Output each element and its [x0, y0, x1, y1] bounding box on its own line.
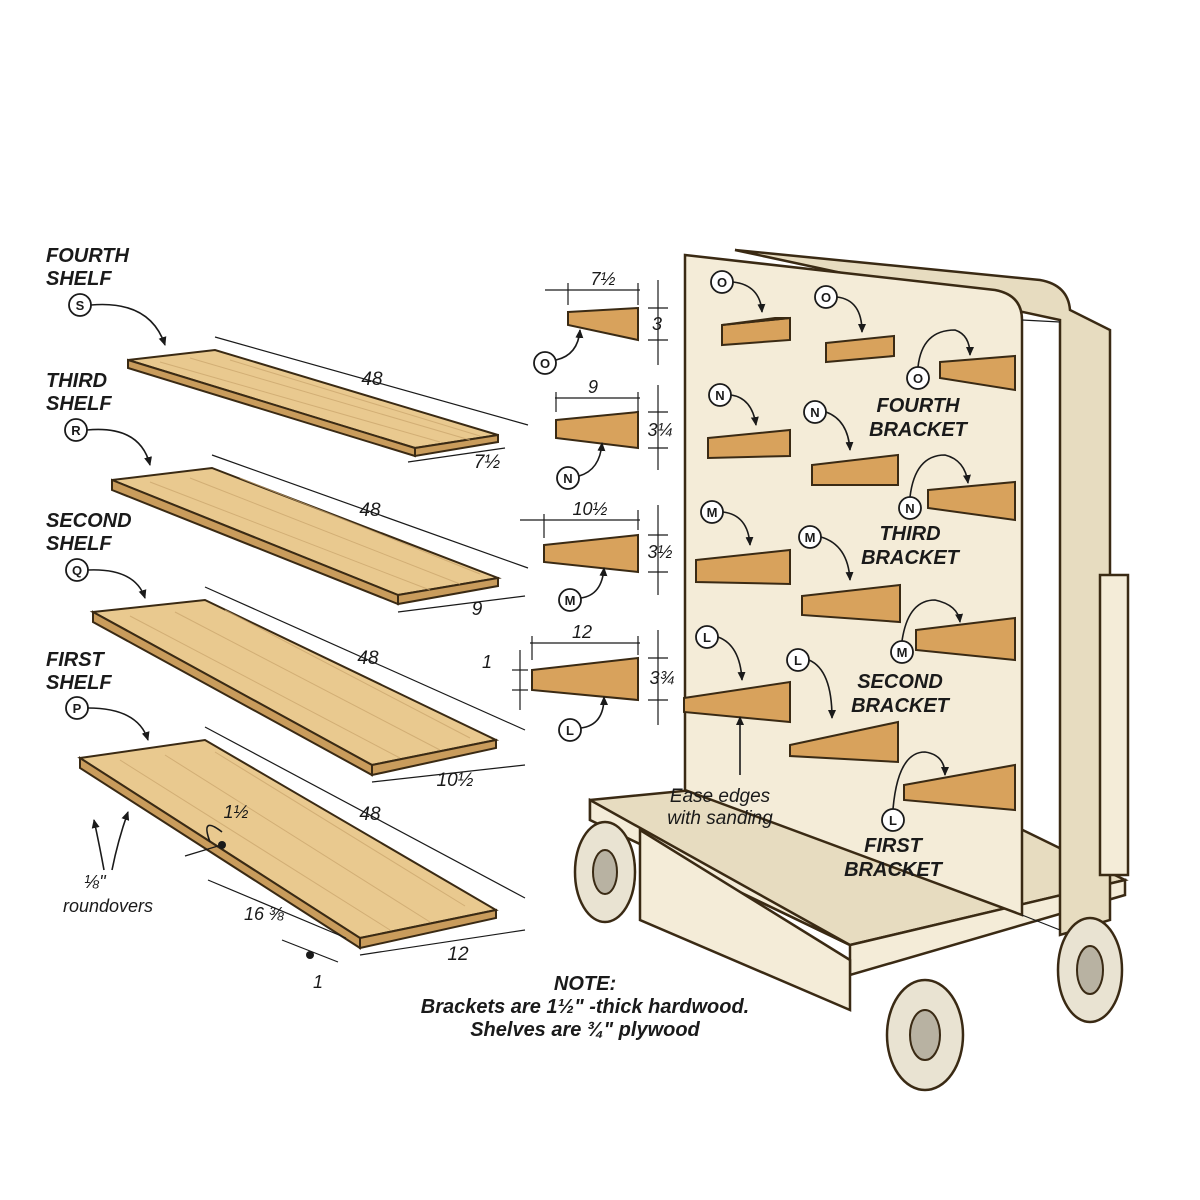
fourth-shelf-length: 48	[361, 369, 383, 390]
loose-bracket-tags: O N M L	[533, 351, 582, 742]
second-bracket-label-2: BRACKET	[851, 695, 951, 717]
first-shelf-label: FIRST	[46, 649, 106, 671]
tag-l: L	[794, 653, 802, 668]
second-shelf-label-2: SHELF	[46, 533, 112, 555]
bracket-l-offset: 1	[482, 652, 492, 672]
tag-n: N	[810, 405, 819, 420]
second-shelf-label: SECOND	[46, 510, 132, 532]
third-shelf-width: 9	[472, 599, 483, 620]
cart-side-stile	[1098, 573, 1130, 877]
note-line-2: Shelves are ¾" plywood	[470, 1019, 700, 1041]
second-shelf-length: 48	[357, 648, 379, 669]
bracket-l-length: 12	[572, 622, 592, 642]
tag-o: O	[821, 290, 831, 305]
first-shelf-label-2: SHELF	[46, 672, 112, 694]
note-line-1: Brackets are 1½" -thick hardwood.	[421, 996, 750, 1018]
caster-wheel-front-right	[885, 978, 965, 1092]
cart-lower-shelf	[638, 827, 852, 1012]
fourth-shelf-label: FOURTH	[46, 245, 130, 267]
hole-offset-dim: 1½	[223, 802, 248, 822]
bracket-dimension-text: 7½ 3 9 3¼ 10½ 3½ 12 3¾ 1	[482, 269, 675, 688]
tag-l: L	[566, 723, 574, 738]
bracket-o	[567, 306, 639, 342]
cart-base-edge	[588, 797, 1127, 977]
roundover-label: roundovers	[63, 896, 153, 916]
fourth-bracket-label: FOURTH	[877, 395, 961, 417]
shelf-arrows	[86, 303, 167, 741]
cart-arrows	[717, 281, 974, 810]
first-shelf-width: 12	[447, 944, 469, 965]
first-shelf	[77, 738, 499, 959]
roundover-size: ⅛"	[84, 872, 107, 892]
tag-n: N	[905, 501, 914, 516]
bracket-labels: FOURTH BRACKET THIRD BRACKET SECOND BRAC…	[667, 395, 968, 881]
fourth-shelf-label-2: SHELF	[46, 268, 112, 290]
ease-edges-note: Ease edges	[670, 786, 771, 807]
tag-m: M	[565, 593, 576, 608]
third-bracket-label: THIRD	[879, 523, 940, 545]
tag-p: P	[73, 701, 82, 716]
cart-front-panel	[683, 253, 1024, 917]
shelves	[77, 348, 502, 959]
third-shelf-label-2: SHELF	[46, 393, 112, 415]
note-title: NOTE:	[554, 973, 616, 995]
first-bracket-label: FIRST	[864, 835, 924, 857]
tag-q: Q	[72, 563, 82, 578]
cart-tags: O O O N N N M M M L L L	[695, 270, 930, 832]
tag-o: O	[540, 356, 550, 371]
tag-n: N	[715, 388, 724, 403]
second-bracket-label: SECOND	[857, 671, 943, 693]
bracket-n-height: 3¼	[647, 420, 672, 440]
third-shelf	[111, 466, 502, 606]
tag-m: M	[805, 530, 816, 545]
bracket-m-length: 10½	[572, 499, 607, 519]
second-shelf	[89, 598, 500, 777]
first-shelf-length: 48	[359, 804, 381, 825]
hole-spacing-dim: 16 ⅜	[244, 904, 284, 924]
third-shelf-length: 48	[359, 500, 381, 521]
tag-o: O	[717, 275, 727, 290]
bracket-m	[543, 533, 639, 574]
tag-r: R	[71, 423, 81, 438]
edge-offset-dim: 1	[313, 972, 323, 992]
bracket-n-length: 9	[588, 377, 598, 397]
tag-s: S	[76, 298, 85, 313]
shelf-dimension-lines	[184, 336, 529, 963]
fourth-bracket-label-2: BRACKET	[869, 419, 969, 441]
tag-l: L	[703, 630, 711, 645]
tag-n: N	[563, 471, 572, 486]
caster-wheel-front-left	[573, 820, 637, 924]
cart-assembly	[573, 248, 1130, 1092]
roundover-arrows	[91, 811, 223, 871]
caster-wheel-rear	[1056, 916, 1124, 1024]
fourth-shelf-width: 7½	[474, 452, 501, 473]
loose-bracket-arrows	[555, 329, 608, 729]
tag-m: M	[707, 505, 718, 520]
first-bracket-label-2: BRACKET	[844, 859, 944, 881]
installed-brackets	[683, 316, 1016, 812]
ease-edges-note-2: with sanding	[667, 808, 773, 829]
tag-o: O	[913, 371, 923, 386]
tag-l: L	[889, 813, 897, 828]
second-shelf-width: 10½	[437, 770, 474, 791]
bracket-o-height: 3	[652, 314, 662, 334]
shelf-dimension-text: 48 7½ 48 9 48 10½ 48 12 1½ 16 ⅜ 1 ⅛" rou…	[63, 369, 500, 992]
third-bracket-label-2: BRACKET	[861, 547, 961, 569]
bracket-l	[531, 656, 639, 702]
bracket-o-length: 7½	[590, 269, 615, 289]
bracket-dimension-lines	[512, 280, 668, 725]
shelf-tags: S R Q P	[64, 293, 92, 720]
bracket-l-height: 3¾	[649, 668, 674, 688]
tag-m: M	[897, 645, 908, 660]
loose-brackets	[531, 306, 639, 702]
third-shelf-label: THIRD	[46, 370, 107, 392]
bracket-n	[555, 410, 639, 450]
shelf-labels: FOURTH SHELF THIRD SHELF SECOND SHELF FI…	[46, 245, 132, 694]
fourth-shelf	[127, 348, 499, 458]
bracket-m-height: 3½	[647, 542, 672, 562]
note-block: NOTE: Brackets are 1½" -thick hardwood. …	[421, 973, 750, 1041]
